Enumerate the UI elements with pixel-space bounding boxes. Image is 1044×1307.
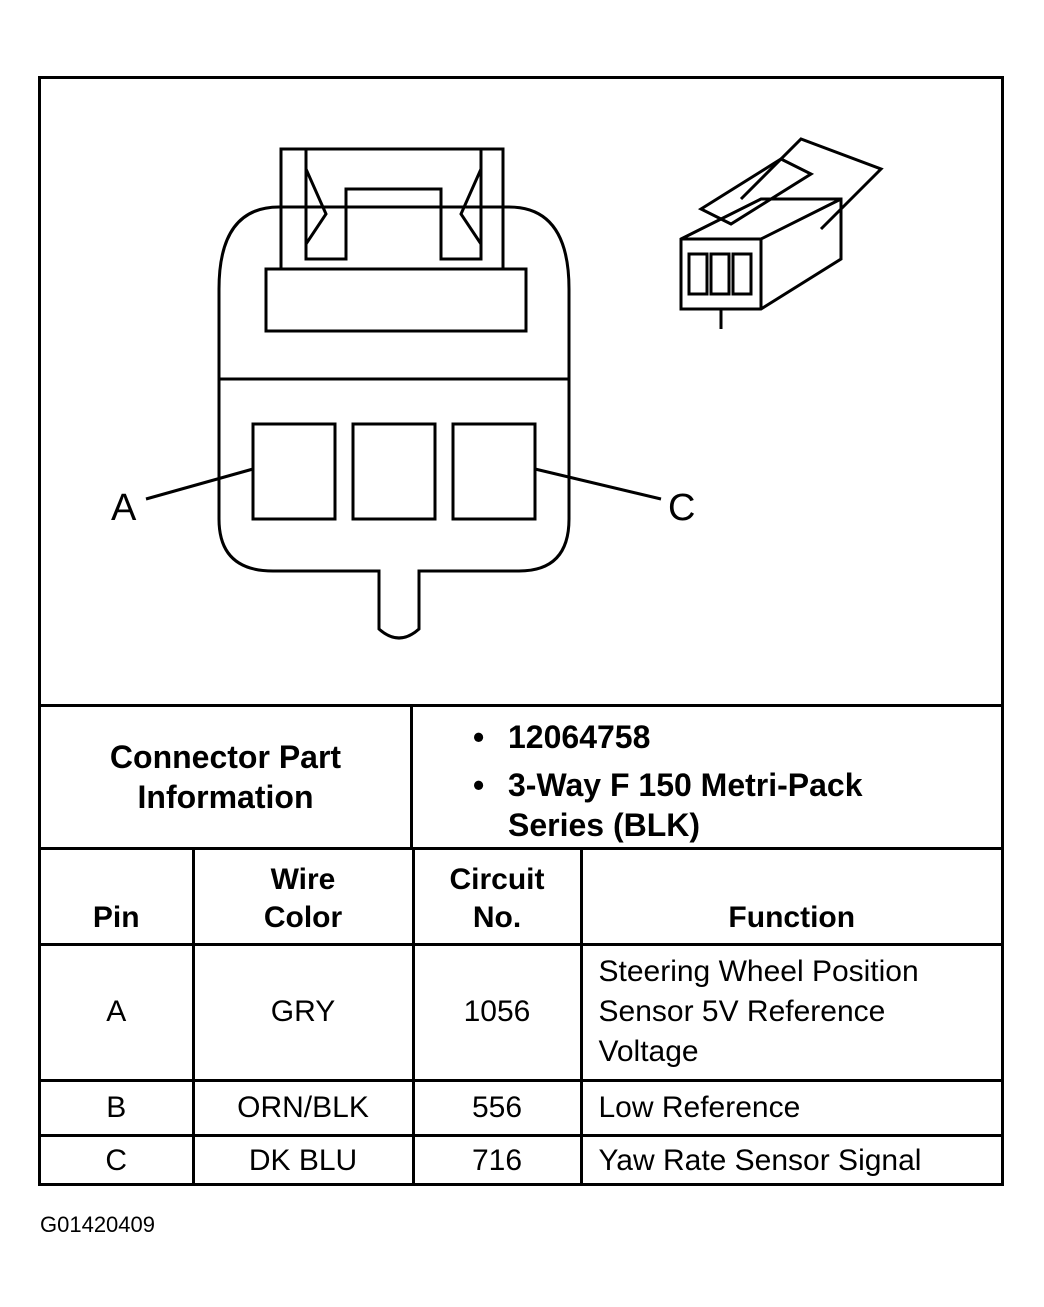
cell-circuit: 716 [411,1133,583,1186]
latch-body [279,147,505,269]
header-pin: Pin [41,850,195,946]
table-row: C DK BLU 716 Yaw Rate Sensor Signal [41,1133,1001,1186]
cell-pin: B [41,1078,195,1137]
cell-wire-color: GRY [191,942,415,1082]
cell-function: Yaw Rate Sensor Signal [579,1133,1001,1186]
cell-circuit: 556 [411,1078,583,1137]
cell-wire-color: DK BLU [191,1133,415,1186]
connector-description-line2: Series (BLK) [508,807,701,843]
cavity-b [351,422,437,521]
pin-label-a: A [111,487,137,529]
cell-pin: A [41,942,195,1082]
part-number: 12064758 [508,719,651,755]
cell-pin: C [41,1133,195,1186]
header-function: Function [579,850,1001,946]
connector-info-row: Connector Part Information • 12064758 • … [41,704,1001,850]
latch-base [264,267,528,333]
diagram-frame: A C Connector Part Information • 1206475… [38,76,1004,1186]
bullet-icon: • [473,719,485,755]
connector-description-line1: 3-Way F 150 Metri-Pack [508,767,863,803]
connector-info-values: • 12064758 • 3-Way F 150 Metri-Pack Seri… [413,707,1001,847]
pin-label-c: C [668,487,696,529]
latch-inner [304,149,483,261]
leader-c [534,467,662,501]
cell-function: Low Reference [579,1078,1001,1137]
figure-id-caption: G01420409 [40,1212,155,1237]
cavity-c [451,422,537,521]
cell-function: Steering Wheel Position Sensor 5V Refere… [579,942,1001,1082]
leader-a [145,467,254,501]
connector-info-label: Connector Part Information [41,707,413,847]
connector-diagram [145,137,884,640]
cell-wire-color: ORN/BLK [191,1078,415,1137]
connector-perspective-icon [679,137,884,329]
connector-face-outline [217,205,571,640]
table-row: A GRY 1056 Steering Wheel Position Senso… [41,942,1001,1082]
bullet-icon: • [473,767,485,803]
cell-circuit: 1056 [411,942,583,1082]
table-row: B ORN/BLK 556 Low Reference [41,1078,1001,1137]
cavity-a [251,422,337,521]
